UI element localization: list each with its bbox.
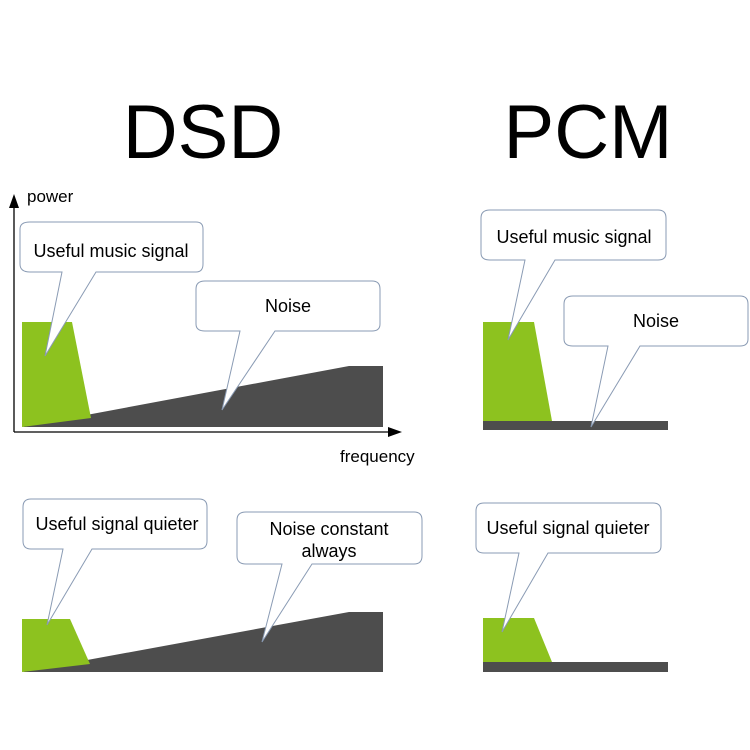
pcm-bottom-noise-floor (483, 662, 668, 672)
dsd-top-signal-label: Useful music signal (33, 241, 188, 261)
pcm-bottom-signal-label: Useful signal quieter (486, 518, 649, 538)
pcm-bottom-signal-callout (475, 502, 662, 633)
dsd-bottom-noise-label-line1: Noise constant (269, 519, 388, 539)
y-axis-label: power (27, 187, 74, 206)
pcm-top-panel: Useful music signal Noise (480, 209, 749, 430)
dsd-bottom-noise-callout (236, 511, 423, 643)
dsd-top-noise-area (22, 366, 383, 427)
pcm-top-signal-area (483, 322, 552, 421)
dsd-bottom-noise-label-line2: always (301, 541, 356, 561)
pcm-top-noise-callout (563, 295, 749, 428)
dsd-bottom-noise-area (22, 612, 383, 672)
pcm-top-signal-callout (480, 209, 667, 341)
x-axis-arrow (388, 427, 402, 437)
title-dsd: DSD (123, 90, 283, 175)
dsd-top-signal-callout (19, 221, 204, 357)
dsd-top-noise-callout (195, 280, 381, 411)
title-pcm: PCM (504, 90, 673, 175)
dsd-top-noise-label: Noise (265, 296, 311, 316)
dsd-bottom-signal-label: Useful signal quieter (35, 514, 198, 534)
y-axis-arrow (9, 194, 19, 208)
dsd-bottom-signal-callout (22, 498, 208, 626)
dsd-top-signal-area (22, 322, 91, 427)
pcm-bottom-panel: Useful signal quieter (475, 502, 668, 672)
pcm-top-noise-floor (483, 421, 668, 430)
dsd-top-panel: power frequency Useful music signal Nois… (9, 187, 415, 466)
pcm-top-signal-label: Useful music signal (496, 227, 651, 247)
x-axis-label: frequency (340, 447, 415, 466)
pcm-top-noise-label: Noise (633, 311, 679, 331)
pcm-bottom-signal-area (483, 618, 552, 662)
dsd-bottom-panel: Useful signal quieter Noise constant alw… (22, 498, 423, 672)
dsd-bottom-signal-area (22, 619, 90, 672)
